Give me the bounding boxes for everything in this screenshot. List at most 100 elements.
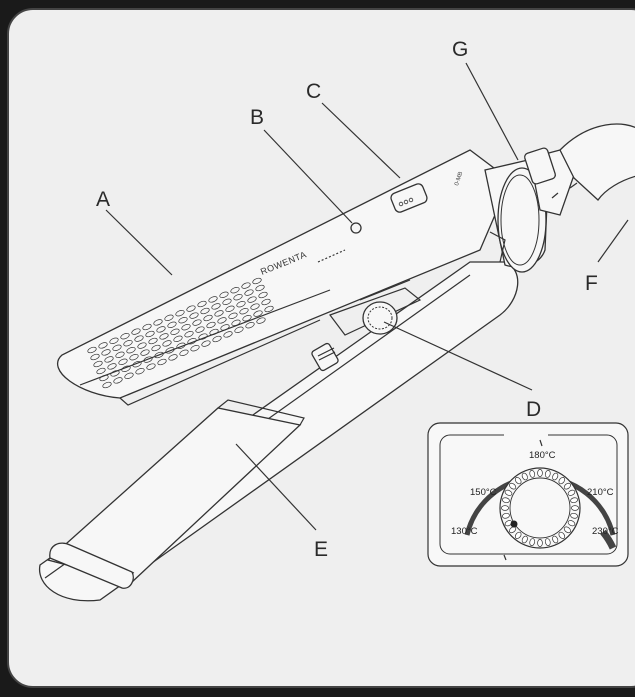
vent-slot xyxy=(187,338,197,345)
callout-g: G xyxy=(452,38,468,61)
vent-slot xyxy=(165,347,175,354)
vent-slot xyxy=(102,381,112,389)
vent-slot xyxy=(96,367,106,375)
vent-slot xyxy=(201,340,211,347)
vent-slot xyxy=(200,307,210,315)
vent-slot xyxy=(145,330,155,338)
vent-slot xyxy=(208,296,218,303)
vent-slot xyxy=(167,321,177,328)
vent-slot xyxy=(123,340,133,347)
vent-slot xyxy=(244,289,254,296)
dial-ridge xyxy=(514,477,522,485)
vent-slot xyxy=(222,298,232,305)
vent-slot xyxy=(129,354,139,361)
dial-ridge xyxy=(521,535,528,544)
vent-slot xyxy=(252,277,262,285)
callout-e: E xyxy=(314,538,328,561)
leader-c xyxy=(321,102,401,179)
temp-230: 230°C xyxy=(592,526,619,537)
vent-slot xyxy=(115,351,125,358)
vent-slot xyxy=(121,365,131,372)
dial-ridge xyxy=(501,505,509,511)
vent-slot xyxy=(214,310,224,317)
dial-inset: 180°C 150°C 210°C 130°C 230°C xyxy=(427,422,629,567)
vent-slot xyxy=(209,328,219,336)
vent-slot xyxy=(124,372,134,379)
dial-ridge xyxy=(571,505,579,511)
vent-slot xyxy=(231,319,241,326)
vent-slot xyxy=(230,287,240,294)
vent-slot xyxy=(157,358,167,366)
vent-slot xyxy=(175,310,185,317)
vent-slot xyxy=(156,326,166,333)
vent-slot xyxy=(192,319,202,326)
dial-ridge xyxy=(570,512,578,519)
callout-d: D xyxy=(526,398,541,421)
vent-slot xyxy=(162,340,172,347)
vent-slot xyxy=(176,342,186,349)
vent-slot xyxy=(101,349,111,356)
vent-slot xyxy=(132,361,142,368)
upper-arm: ROWENTA 0-MB xyxy=(56,149,511,406)
leader-e xyxy=(235,443,317,531)
vent-slot xyxy=(239,308,249,315)
dial-ridge xyxy=(537,469,543,477)
vent-slot xyxy=(220,324,230,331)
vent-slot xyxy=(113,377,123,384)
dial-indicator-dot xyxy=(510,520,518,528)
vent-slot xyxy=(242,315,252,322)
vent-slot xyxy=(211,303,221,310)
vent-slot xyxy=(109,337,119,344)
vent-slot xyxy=(253,310,263,317)
vent-slot xyxy=(93,360,103,368)
vent-slot xyxy=(245,322,255,329)
leader-f xyxy=(597,219,629,263)
vent-slot xyxy=(173,335,183,342)
vent-slot xyxy=(179,349,189,356)
vent-slot xyxy=(241,282,251,289)
vent-slot xyxy=(250,303,260,310)
callout-a: A xyxy=(96,188,110,211)
vent-slot xyxy=(154,351,164,359)
vent-slot xyxy=(98,342,108,349)
vent-slot xyxy=(217,317,227,324)
vent-slot xyxy=(261,298,271,306)
vent-slot xyxy=(228,312,238,319)
dial-ridge xyxy=(563,482,571,490)
leader-a xyxy=(105,209,173,276)
dial-ridge xyxy=(563,526,571,534)
vent-slot xyxy=(107,363,117,370)
vent-slot xyxy=(153,319,163,326)
vent-slot xyxy=(146,363,156,370)
dial-ridge xyxy=(502,497,510,504)
dial-ridge xyxy=(544,538,551,546)
vent-slot xyxy=(247,296,257,303)
dial-ridge xyxy=(552,535,559,544)
vent-slot xyxy=(184,331,194,338)
dial-ridge xyxy=(529,538,536,546)
vent-slot xyxy=(198,333,208,340)
dial-ridge xyxy=(544,470,551,478)
lower-arm xyxy=(38,261,519,602)
vent-slot xyxy=(189,312,199,319)
upper-arm-vents xyxy=(87,277,274,389)
dial-ridge xyxy=(570,497,578,504)
leader-d xyxy=(383,321,533,391)
dial-ridge xyxy=(552,472,559,481)
vent-slot xyxy=(206,321,216,329)
vent-slot xyxy=(203,314,213,322)
vent-slot xyxy=(140,349,150,356)
vent-slot xyxy=(134,335,144,342)
vent-slot xyxy=(233,294,243,301)
temp-130: 130°C xyxy=(451,526,478,537)
dial-ridge xyxy=(509,482,517,490)
vent-slot xyxy=(112,344,122,351)
vent-slot xyxy=(126,347,136,354)
temp-180: 180°C xyxy=(529,450,556,461)
dial-ridge xyxy=(514,531,522,539)
leader-lines xyxy=(105,62,629,531)
vent-slot xyxy=(120,333,130,340)
vent-slot xyxy=(159,333,169,340)
